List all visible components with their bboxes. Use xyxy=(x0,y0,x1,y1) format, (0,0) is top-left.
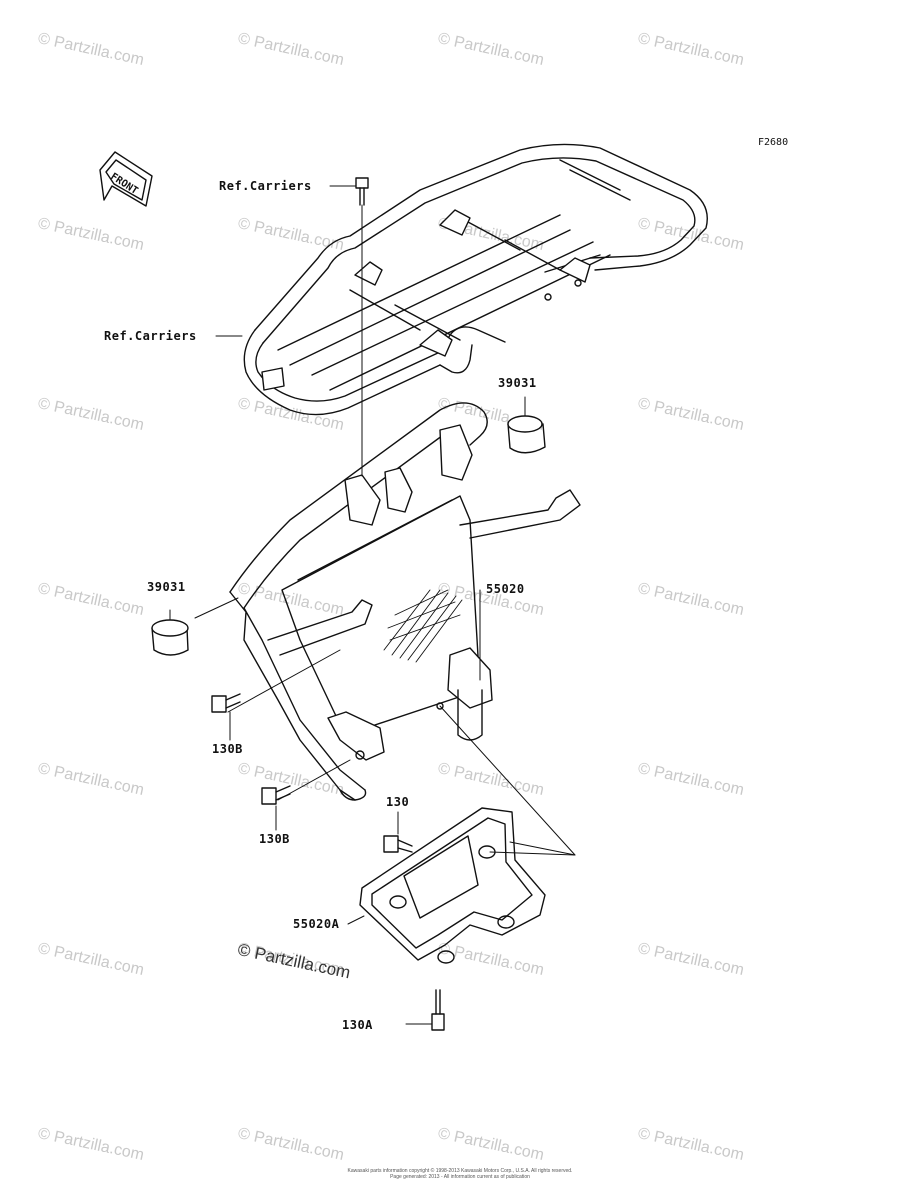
front-arrow-icon xyxy=(99,151,153,207)
copyright-line-1: Kawasaki parts information copyright © 1… xyxy=(347,1168,573,1174)
label-39031-right[interactable]: 39031 xyxy=(498,376,537,390)
label-130b-lower[interactable]: 130B xyxy=(259,832,290,846)
label-ref-carriers-top[interactable]: Ref.Carriers xyxy=(219,179,312,193)
label-55020a[interactable]: 55020A xyxy=(293,917,340,931)
end-cap-right-icon xyxy=(507,415,546,454)
end-cap-left-icon xyxy=(151,619,189,656)
bolt-130-icon xyxy=(383,835,413,853)
bolt-130b-lower-icon xyxy=(261,785,291,805)
skid-plate-drawing xyxy=(359,807,546,964)
label-ref-carriers-mid[interactable]: Ref.Carriers xyxy=(104,329,197,343)
label-130a[interactable]: 130A xyxy=(342,1018,373,1032)
front-guard-frame-drawing xyxy=(229,402,581,801)
label-130[interactable]: 130 xyxy=(386,795,410,809)
top-bolt-icon xyxy=(355,177,369,206)
copyright-footer: Kawasaki parts information copyright © 1… xyxy=(300,1168,620,1180)
figure-code: F2680 xyxy=(758,137,789,148)
label-130b-upper[interactable]: 130B xyxy=(212,742,243,756)
bolt-130a-icon xyxy=(431,989,445,1031)
copyright-line-2: Page generated: 2013 - All information c… xyxy=(390,1174,530,1180)
bolt-130b-upper-icon xyxy=(211,693,241,713)
label-39031-left[interactable]: 39031 xyxy=(147,580,186,594)
label-55020[interactable]: 55020 xyxy=(486,582,525,596)
carrier-rack-drawing xyxy=(243,143,708,416)
grille-pattern-drawing xyxy=(383,589,463,663)
leader-lines xyxy=(169,185,576,1025)
